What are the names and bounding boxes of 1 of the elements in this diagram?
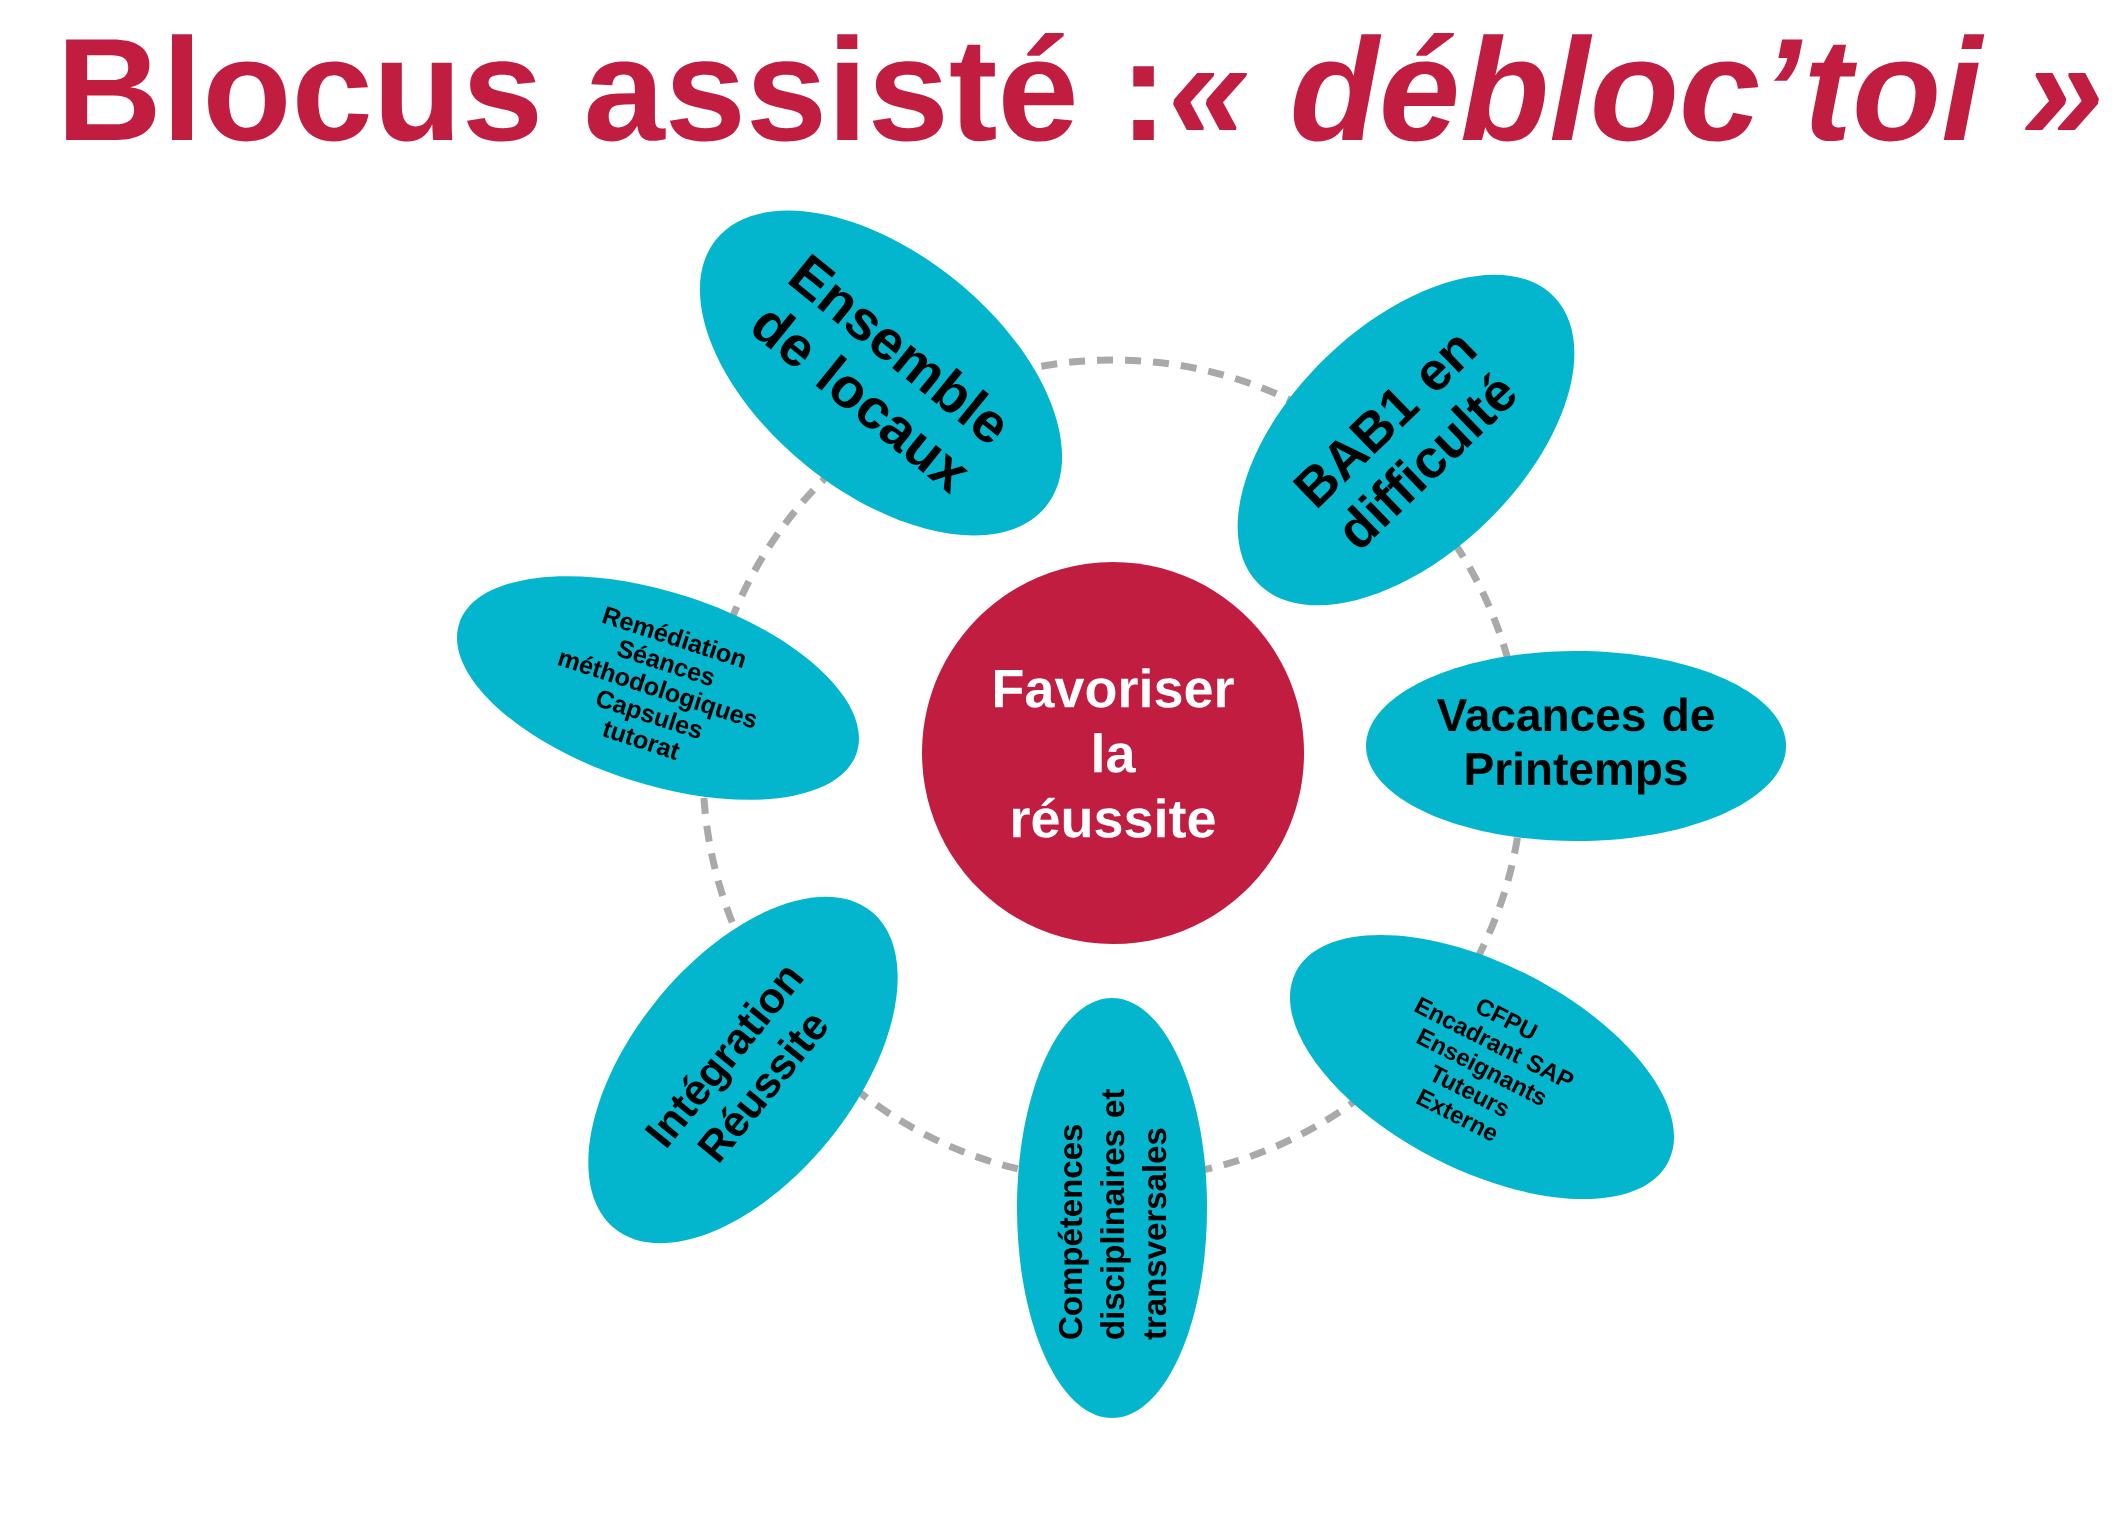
title: Blocus assisté :« débloc’toi » [66, 32, 2099, 142]
